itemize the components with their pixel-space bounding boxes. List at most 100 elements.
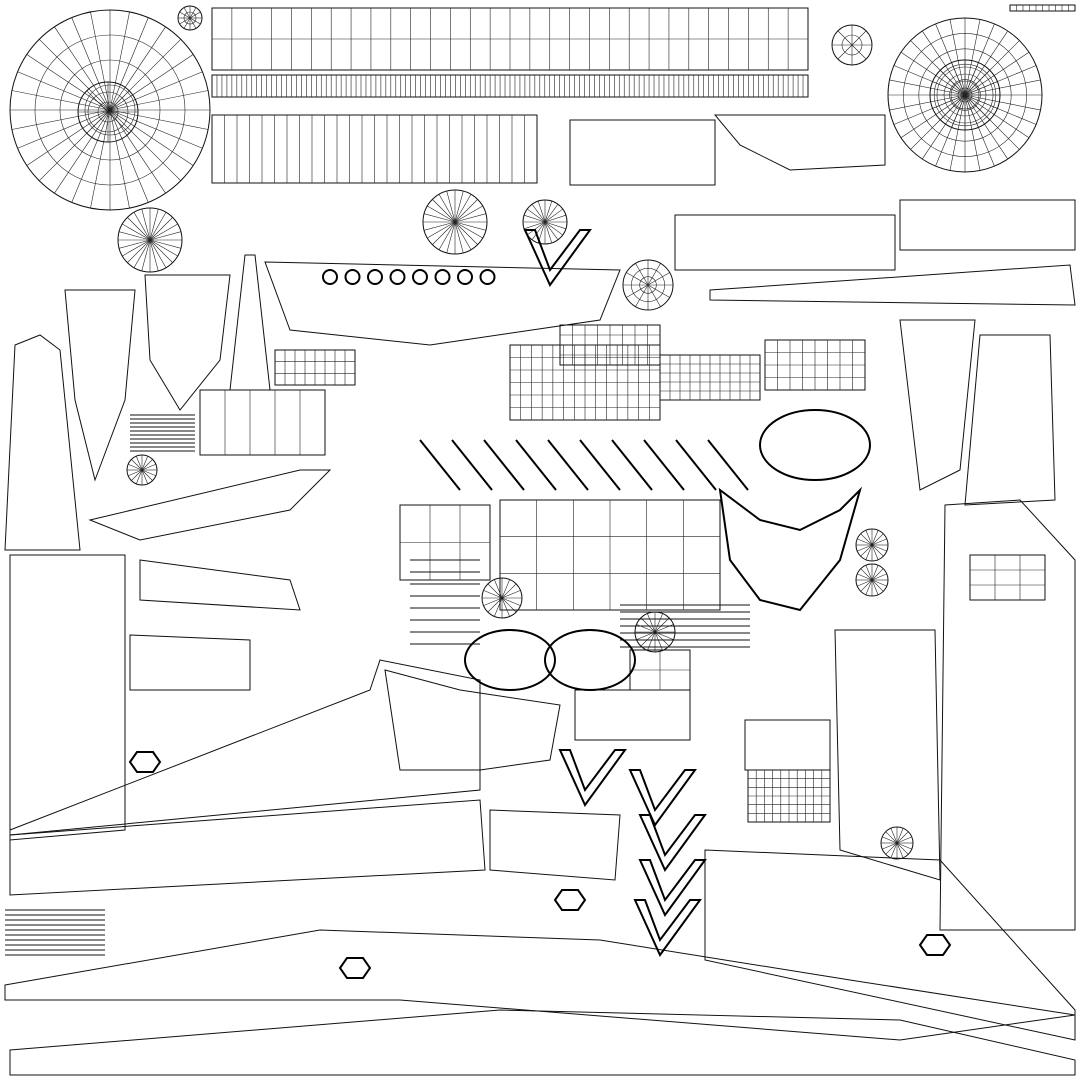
spoke <box>183 7 191 19</box>
uv-island-cockpit-canopy <box>759 409 871 481</box>
spoke <box>109 109 149 203</box>
spoke <box>494 579 503 599</box>
spoke <box>127 217 151 241</box>
generated-detail <box>5 4 1076 979</box>
spoke <box>647 613 656 633</box>
uv-island-tail-panel <box>834 629 941 881</box>
spoke <box>896 842 909 855</box>
spoke <box>133 239 151 268</box>
uv-island-panel <box>199 389 326 456</box>
uv-island-intake <box>129 634 251 691</box>
uv-island-wing-slab <box>88 469 332 541</box>
spoke <box>189 17 197 29</box>
spoke <box>626 284 649 298</box>
spoke <box>131 469 143 481</box>
spoke <box>11 109 111 130</box>
spoke <box>149 239 167 268</box>
uv-island-wing-left <box>9 659 481 836</box>
uv-island-fin-3 <box>144 274 231 411</box>
spoke <box>890 842 898 858</box>
uv-island-disc <box>126 454 158 486</box>
spoke <box>896 828 904 844</box>
spoke <box>133 212 151 241</box>
spoke <box>951 94 966 128</box>
uv-island-top-strip <box>211 7 809 71</box>
spoke <box>871 579 879 595</box>
spoke <box>454 221 486 231</box>
uv-island-panel-a <box>899 199 1076 251</box>
spoke <box>149 212 167 241</box>
spoke <box>494 597 503 617</box>
spoke <box>141 209 151 241</box>
spoke <box>531 221 546 240</box>
spoke <box>432 221 456 245</box>
spoke <box>454 221 483 239</box>
uv-island-mesh-d <box>559 324 661 366</box>
spoke <box>860 544 873 557</box>
uv-island-strut <box>515 439 557 491</box>
spoke <box>179 17 191 25</box>
spoke <box>446 191 456 223</box>
spoke <box>865 565 873 581</box>
spoke <box>128 469 143 477</box>
spoke <box>17 71 111 111</box>
spoke <box>109 90 209 111</box>
uv-island-long-strip <box>709 264 1076 306</box>
spoke <box>932 81 966 96</box>
uv-island-hex-port <box>338 957 372 979</box>
uv-island-mesh-e <box>274 349 356 386</box>
spoke <box>857 538 873 546</box>
spoke <box>141 469 149 484</box>
spoke <box>424 221 456 231</box>
spoke <box>424 213 456 223</box>
spoke <box>523 221 546 230</box>
uv-island-strut <box>707 439 749 491</box>
spoke <box>39 39 111 111</box>
uv-island-strut <box>675 439 717 491</box>
uv-island-v-bracket <box>523 229 592 287</box>
spoke <box>889 94 966 111</box>
spoke <box>483 590 503 599</box>
spoke <box>107 90 130 113</box>
uv-island-grid-strip <box>674 214 896 271</box>
uv-island-v-bracket <box>638 859 707 917</box>
spoke <box>523 214 546 223</box>
spoke <box>940 94 966 120</box>
uv-island-side-panel <box>9 554 126 841</box>
spoke <box>141 469 156 477</box>
spoke <box>149 239 181 249</box>
spoke <box>149 223 178 241</box>
spoke <box>940 70 966 96</box>
spoke <box>544 208 563 223</box>
spoke <box>454 213 486 223</box>
spoke <box>635 284 649 307</box>
spoke <box>109 109 203 149</box>
spoke <box>127 239 151 263</box>
spoke <box>128 463 143 471</box>
spoke <box>122 223 151 241</box>
uv-island-porthole <box>412 269 428 285</box>
spoke <box>882 836 898 844</box>
spoke <box>964 81 998 96</box>
uv-island-porthole <box>457 269 473 285</box>
spoke <box>896 842 912 850</box>
spoke <box>109 11 130 111</box>
spoke <box>141 456 149 471</box>
uv-island-cockpit-oval <box>544 629 636 691</box>
uv-island-tiny-strip <box>1009 4 1076 12</box>
spoke <box>964 70 990 96</box>
spoke <box>635 263 649 286</box>
spoke <box>179 11 191 19</box>
uv-island-disc <box>522 199 568 245</box>
spoke <box>438 194 456 223</box>
spoke <box>647 284 661 307</box>
spoke <box>871 565 879 581</box>
spoke <box>54 26 111 111</box>
spoke <box>531 204 546 223</box>
spoke <box>109 109 130 209</box>
spoke <box>71 17 111 111</box>
uv-island-center-wing <box>384 669 561 771</box>
spoke <box>454 194 472 223</box>
uv-island-disc <box>855 563 889 597</box>
spoke <box>17 109 111 149</box>
